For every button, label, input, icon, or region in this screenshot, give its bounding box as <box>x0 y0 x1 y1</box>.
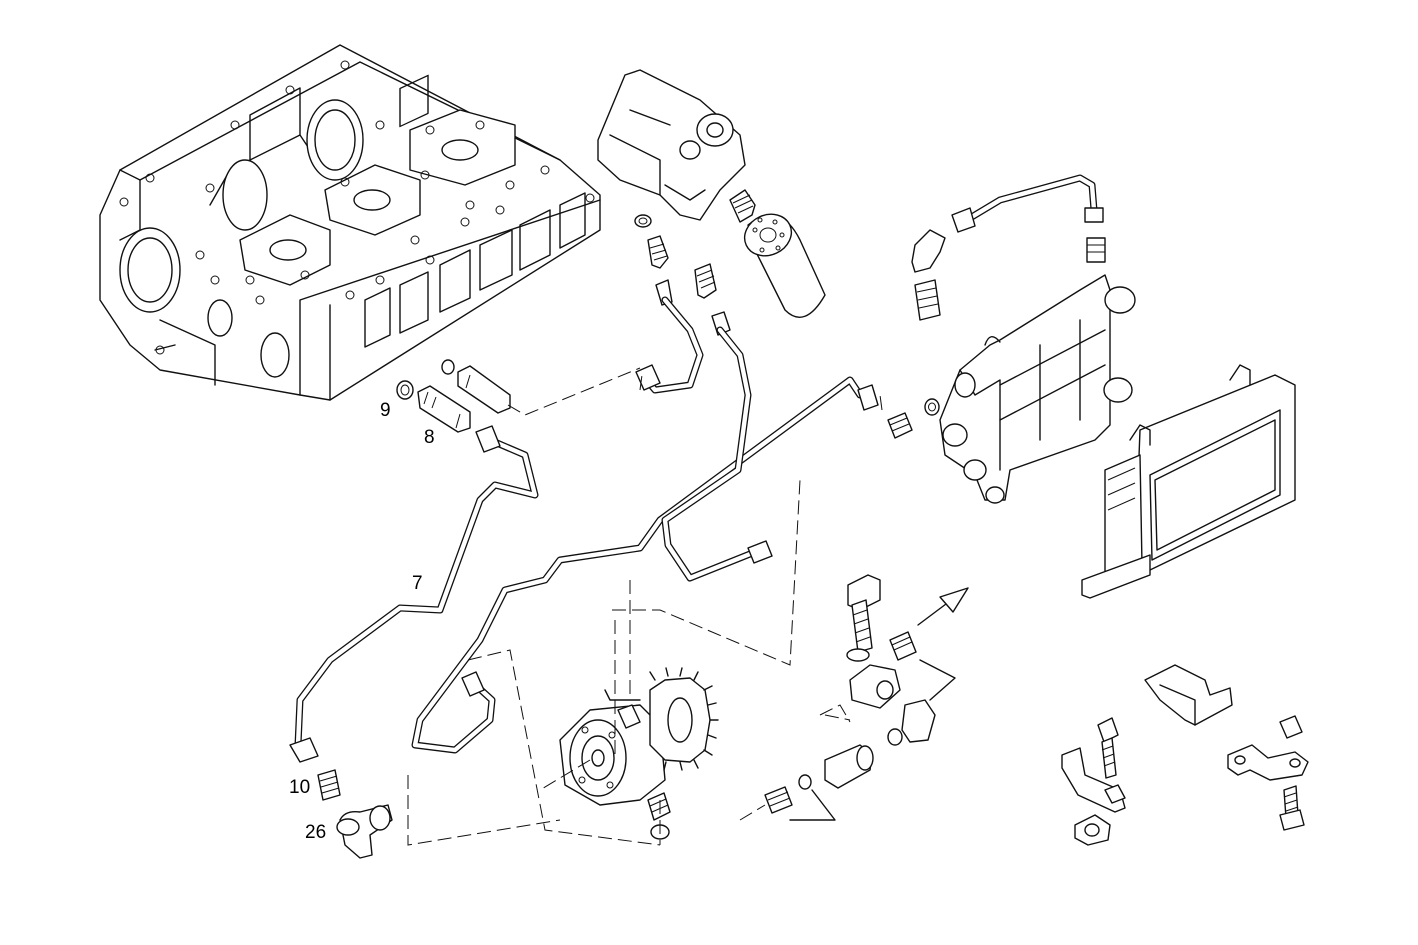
upper-right-pipe <box>911 174 1106 321</box>
fuel-filter-assembly <box>597 69 826 318</box>
clamps-and-bolts <box>1061 664 1309 846</box>
callout-7: 7 <box>412 573 423 594</box>
pump-bracket <box>887 274 1136 504</box>
supply-pipe <box>411 376 879 754</box>
callout-8: 8 <box>424 427 435 448</box>
callout-26: 26 <box>305 822 326 843</box>
engine-block <box>99 44 601 401</box>
assembly-center-lines <box>407 367 956 846</box>
bottom-left-fittings <box>317 769 393 859</box>
callout-labels: 9 8 7 10 26 <box>289 400 435 843</box>
callout-9: 9 <box>380 400 391 421</box>
callout-10: 10 <box>289 777 310 798</box>
flow-direction-arrow <box>917 587 969 626</box>
filter-fittings <box>634 214 731 336</box>
tee-fitting-cluster <box>764 574 936 814</box>
high-pressure-pump <box>559 667 719 840</box>
ecu-unit <box>1081 364 1296 599</box>
union-fittings <box>396 359 511 433</box>
filter-pipes <box>635 296 773 582</box>
pipe-7 <box>289 425 539 763</box>
